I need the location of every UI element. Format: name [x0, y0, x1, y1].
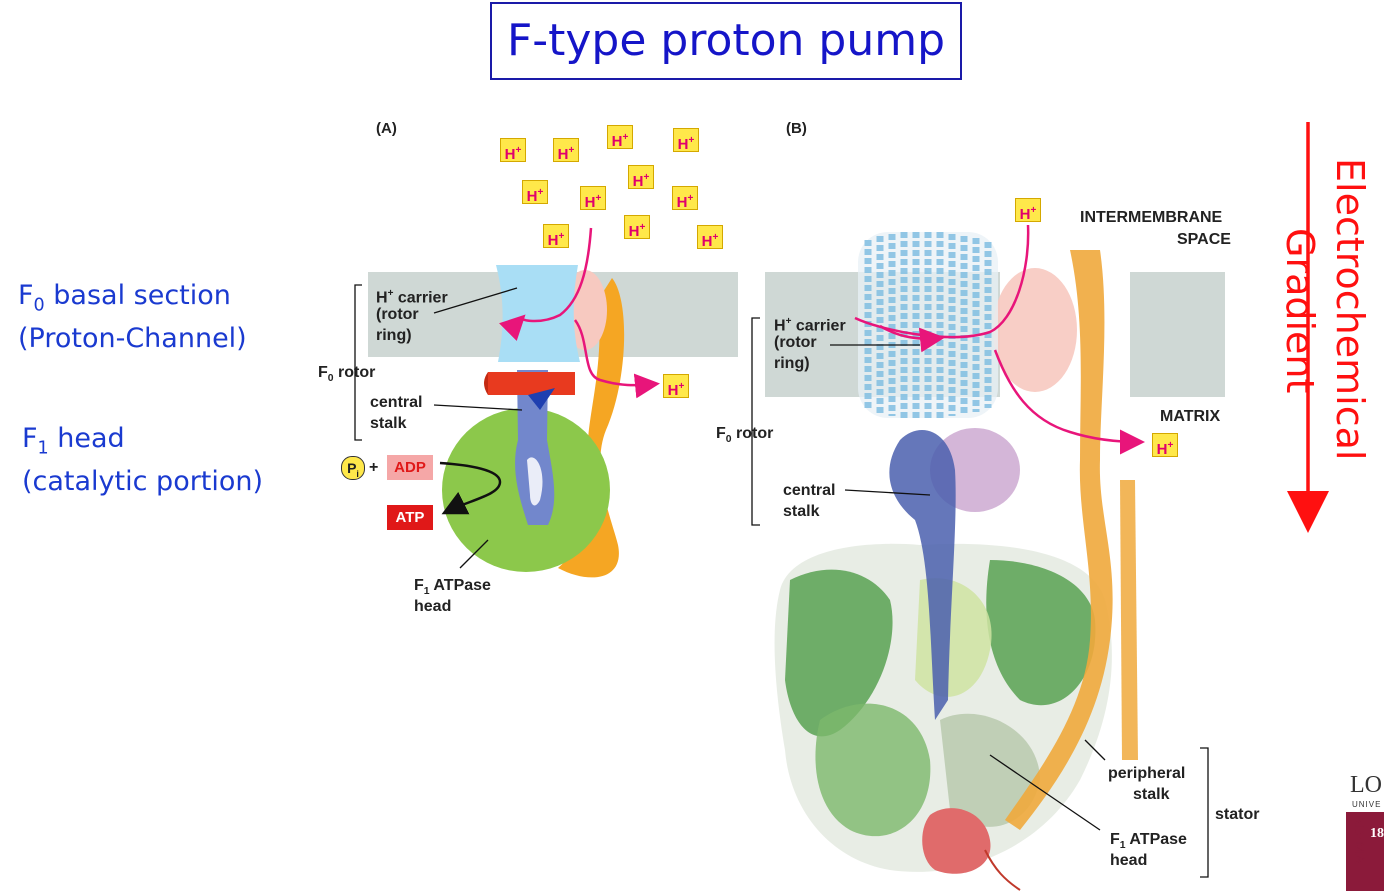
proton-badge: H+ [607, 125, 633, 150]
proton-badge-out: H+ [663, 374, 689, 399]
bottom-subunit-b [922, 808, 991, 874]
adp-badge: ADP [387, 455, 433, 480]
peripheral-stalk-label: peripheral [1108, 765, 1186, 782]
central-stalk-a [515, 370, 555, 525]
university-logo-bar [1346, 812, 1384, 891]
f0-rotor-label-b: F0 rotor [716, 425, 774, 446]
rotor-ring-b [858, 232, 998, 418]
intermembrane-label: INTERMEMBRANE [1080, 209, 1223, 226]
f1-head-label: F1 head [22, 423, 125, 459]
ring-label-b: ring) [774, 355, 810, 372]
panel-b-artwork [751, 224, 1225, 891]
panel-b-tag: (B) [786, 120, 807, 137]
rotor-label-a: (rotor [376, 306, 419, 323]
proton-badge: H+ [672, 186, 698, 211]
f0-proton-channel-label: (Proton-Channel) [18, 323, 247, 354]
proton-badge: H+ [543, 224, 569, 249]
gradient-label: Electrochemical Gradient [1268, 150, 1384, 510]
proton-badge: H+ [522, 180, 548, 205]
f0-rotor-label-a: F0 rotor [318, 364, 376, 385]
university-logo-side: AD·MA [1351, 814, 1367, 865]
f1-atpase-label-a: F1 ATPase [414, 577, 491, 598]
proton-badge: H+ [697, 225, 723, 250]
panel-a-tag: (A) [376, 120, 397, 137]
proton-badge: H+ [628, 165, 654, 190]
ring-label-a: ring) [376, 327, 412, 344]
f1-head-label-a: head [414, 598, 452, 615]
central-stalk-label-b: central [783, 482, 836, 499]
phosphate-icon: Pi [341, 456, 365, 480]
h-carrier-label-b: H+ carrier [774, 316, 846, 335]
rotor-ring-a [496, 265, 580, 362]
atp-badge: ATP [387, 505, 433, 530]
panel-a-artwork [354, 227, 738, 578]
proton-badge: H+ [580, 186, 606, 211]
proton-badge: H+ [500, 138, 526, 163]
matrix-label: MATRIX [1160, 408, 1221, 425]
f1-atpase-label-b: F1 ATPase [1110, 831, 1187, 852]
proton-badge: H+ [624, 215, 650, 240]
gradient-label-line1: Electrochemical [1328, 158, 1372, 461]
peripheral-stalk-b [1005, 250, 1113, 830]
central-stalk-label-a: central [370, 394, 423, 411]
f1-catalytic-label: (catalytic portion) [22, 466, 264, 497]
university-logo: LO [1350, 772, 1382, 798]
subunit-a-b [993, 268, 1077, 392]
central-stalk-label-a2: stalk [370, 415, 407, 432]
rotor-label-b: (rotor [774, 334, 817, 351]
gradient-label-line2: Gradient [1278, 228, 1322, 394]
f1-head-label-b: head [1110, 852, 1148, 869]
rotation-arrow-a [488, 372, 575, 395]
space-label: SPACE [1177, 231, 1231, 248]
plus-sign: + [369, 459, 379, 476]
central-stalk-b [889, 430, 956, 720]
central-stalk-label-b2: stalk [783, 503, 820, 520]
h-carrier-label-a: H+ carrier [376, 288, 448, 307]
proton-badge: H+ [1015, 198, 1041, 223]
proton-badge: H+ [553, 138, 579, 163]
proton-badge-out: H+ [1152, 433, 1178, 458]
university-logo-text: UNIVE [1352, 800, 1382, 809]
f0-basal-label: F0 basal section [18, 280, 231, 316]
page-title: F-type proton pump [490, 2, 962, 80]
peripheral-stalk-a [558, 278, 625, 578]
peripheral-stalk-label2: stalk [1133, 786, 1170, 803]
stator-label: stator [1215, 806, 1260, 823]
university-logo-year: 18 [1370, 826, 1384, 841]
proton-badge: H+ [673, 128, 699, 153]
